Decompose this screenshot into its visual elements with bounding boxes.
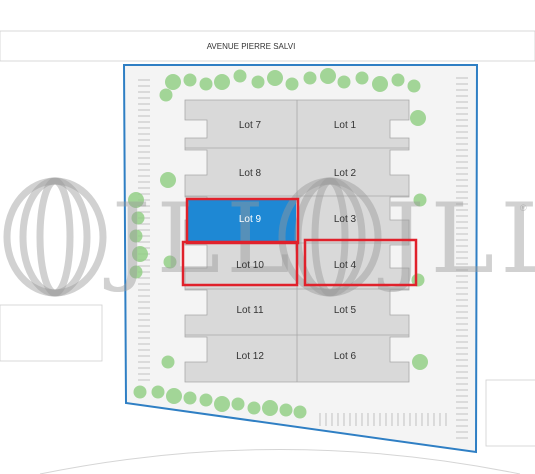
tree: [407, 79, 421, 93]
tree: [165, 74, 181, 90]
tree: [355, 71, 369, 85]
lot-labels: Lot 7 Lot 1 Lot 8 Lot 2 Lot 9 Lot 3 Lot …: [236, 120, 356, 362]
tree: [129, 229, 143, 243]
lot-label: Lot 12: [236, 351, 264, 362]
tree: [412, 354, 428, 370]
lot-label: Lot 6: [334, 351, 357, 362]
parking-bottom: [319, 413, 447, 426]
parking-right: [456, 77, 468, 439]
tree: [247, 401, 261, 415]
tree: [214, 396, 230, 412]
lot-label: Lot 9: [239, 214, 262, 225]
tree: [320, 68, 336, 84]
tree: [279, 403, 293, 417]
tree: [159, 88, 173, 102]
lot-9-available-fill: [188, 200, 296, 242]
lot-4-selected-outline: [303, 238, 418, 287]
avenue-label: AVENUE PIERRE SALVI: [207, 42, 296, 51]
tree: [161, 355, 175, 369]
tree: [251, 75, 265, 89]
tree: [183, 391, 197, 405]
tree: [128, 192, 144, 208]
tree: [413, 193, 427, 207]
tree: [267, 70, 283, 86]
tree: [199, 393, 213, 407]
neighbor-parcel-left: [0, 304, 103, 362]
tree: [129, 265, 143, 279]
tree: [132, 246, 148, 262]
tree: [199, 77, 213, 91]
tree: [337, 75, 351, 89]
neighbor-parcel-right: [485, 379, 535, 447]
tree: [285, 77, 299, 91]
avenue-road: [0, 30, 535, 62]
tree: [410, 110, 426, 126]
tree: [133, 385, 147, 399]
lot-label: Lot 10: [236, 260, 264, 271]
tree: [214, 74, 230, 90]
tree: [303, 71, 317, 85]
parking-left: [138, 79, 150, 381]
tree: [372, 76, 388, 92]
jll-watermark: [3, 177, 382, 297]
tree: [183, 73, 197, 87]
lot-label: Lot 8: [239, 168, 262, 179]
tree: [166, 388, 182, 404]
jll-watermark-registered: ®: [520, 203, 527, 213]
tree: [233, 69, 247, 83]
lot-label: Lot 3: [334, 214, 357, 225]
lot-label: Lot 2: [334, 168, 357, 179]
tree: [160, 172, 176, 188]
tree: [163, 255, 177, 269]
tree-planting: [128, 68, 428, 419]
lot-label: Lot 11: [236, 305, 263, 316]
jll-watermark-text-left: JLL: [103, 183, 296, 295]
tree: [151, 385, 165, 399]
roundabout-arc: [39, 449, 521, 474]
tree: [131, 211, 145, 225]
lot-10-selected-outline: [181, 240, 299, 287]
tree: [391, 73, 405, 87]
lot-label: Lot 1: [334, 120, 357, 131]
lot-label: Lot 7: [239, 120, 262, 131]
tree: [262, 400, 278, 416]
tree: [231, 397, 245, 411]
lot-label: Lot 4: [334, 260, 357, 271]
tree: [293, 405, 307, 419]
lot-label: Lot 5: [334, 305, 357, 316]
